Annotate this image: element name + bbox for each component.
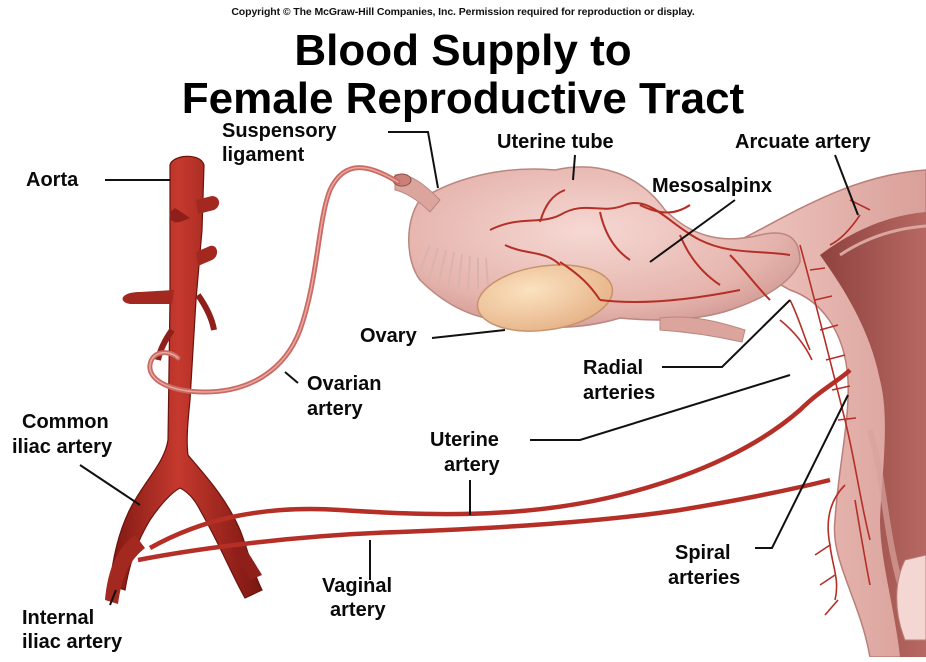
label-vaginal-artery-line-1: Vaginal [322,576,392,597]
copyright-notice: Copyright © The McGraw-Hill Companies, I… [0,6,926,18]
label-suspensory-ligament-line-2: ligament [222,145,304,166]
page-title-line-2: Female Reproductive Tract [0,76,926,122]
label-vaginal-artery-line-2: artery [330,600,386,621]
aorta [105,156,262,604]
label-ovarian-artery-line-2: artery [307,399,363,420]
label-aorta: Aorta [26,170,78,191]
label-internal-iliac-artery-line-2: iliac artery [22,632,122,653]
label-suspensory-ligament-line-1: Suspensory [222,121,336,142]
uterine-artery [150,370,850,548]
label-spiral-arteries-line-1: Spiral [675,543,731,564]
label-common-iliac-artery-line-2: iliac artery [12,437,112,458]
label-ovarian-artery-line-1: Ovarian [307,374,381,395]
label-radial-arteries-line-1: Radial [583,358,643,379]
label-internal-iliac-artery-line-1: Internal [22,608,94,629]
label-arcuate-artery: Arcuate artery [735,132,871,153]
label-spiral-arteries-line-2: arteries [668,568,740,589]
label-uterine-tube: Uterine tube [497,132,614,153]
page-title-line-1: Blood Supply to [0,28,926,74]
label-common-iliac-artery-line-1: Common [22,412,109,433]
label-ovary: Ovary [360,326,417,347]
label-mesosalpinx: Mesosalpinx [652,176,772,197]
label-uterine-artery-line-1: Uterine [430,430,499,451]
label-uterine-artery-line-2: artery [444,455,500,476]
label-radial-arteries-line-2: arteries [583,383,655,404]
